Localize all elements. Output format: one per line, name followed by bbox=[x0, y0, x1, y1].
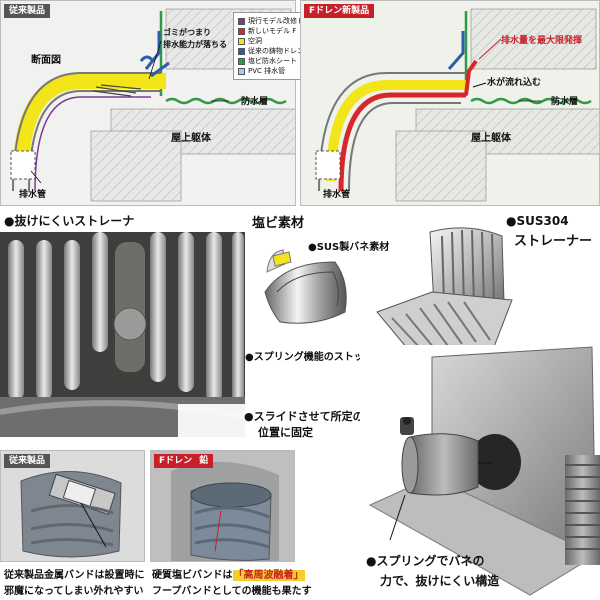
old-band-caption-2: 邪魔になってしまい外れやすい bbox=[4, 586, 144, 597]
new-tag-text-b: 鉛 bbox=[199, 456, 209, 466]
pvc-material-label: 塩ビ素材 bbox=[252, 216, 305, 231]
strainer-photo bbox=[0, 232, 245, 437]
new-band-image bbox=[151, 451, 294, 561]
old-drain-cross-section bbox=[10, 8, 295, 202]
slide-note-line1: ●スライドさせて所定の bbox=[244, 410, 364, 423]
new-band-photo: Fドレン 鉛 bbox=[150, 450, 295, 562]
sus-spring-label: ●SUS製バネ素材 bbox=[308, 242, 390, 253]
cross-section-label: 断面図 bbox=[31, 55, 61, 66]
drain-pipe-label-new: 排水管 bbox=[323, 190, 351, 200]
legend-swatch bbox=[238, 37, 245, 45]
sus304-strainer-image bbox=[376, 227, 513, 355]
old-band-caption-1: 従来製品金属バンドは設置時に bbox=[4, 570, 145, 581]
installed-drain-image bbox=[368, 346, 600, 596]
legend-item: 空洞 bbox=[238, 36, 346, 46]
new-tag-text-a: Fドレン bbox=[159, 456, 193, 466]
slide-callout bbox=[178, 404, 245, 437]
legend-swatch bbox=[238, 47, 245, 55]
new-product-diagram-panel: Fドレン新製品 排水量を最大限発揮 水が流れ込む 防水層 屋上躯体 排水管 bbox=[300, 0, 600, 206]
installed-drain-photo bbox=[360, 345, 600, 600]
legend-item: 従来の鋳物ドレン bbox=[238, 46, 346, 56]
new-band-caption-1: 硬質塩ビバンドは「高周波融着」 bbox=[152, 566, 305, 581]
spring-structure-line1: ●スプリングでバネの bbox=[366, 554, 485, 568]
legend-item: 現行モデル改修ドレン bbox=[238, 16, 346, 26]
max-drain-label: 排水量を最大限発揮 bbox=[501, 36, 583, 46]
spring-stopper-image bbox=[264, 249, 347, 324]
new-drain-cross-section bbox=[315, 8, 599, 202]
waterproof-layer-label-new: 防水層 bbox=[551, 97, 579, 107]
strainer-image bbox=[0, 232, 245, 437]
legend-swatch bbox=[238, 67, 245, 75]
new-band-caption-1a: 硬質塩ビバンドは bbox=[152, 570, 233, 581]
waterproof-layer-label: 防水層 bbox=[241, 97, 269, 107]
new-band-caption-2: フープバンドとしての機能も果たす bbox=[152, 586, 312, 597]
roof-structure-label: 屋上躯体 bbox=[171, 133, 211, 144]
slide-note-line2: 位置に固定 bbox=[258, 426, 313, 439]
high-frequency-welding-badge: 「高周波融着」 bbox=[232, 570, 305, 581]
strainer-title: ●抜けにくいストレーナ bbox=[4, 214, 135, 228]
old-band-image bbox=[1, 451, 144, 561]
old-product-tag: 従来製品 bbox=[4, 4, 51, 18]
old-band-photo: 従来製品 bbox=[0, 450, 145, 562]
legend-item: 塩ビ防水シート bbox=[238, 56, 346, 66]
sus304-label-line2: ストレーナー bbox=[514, 234, 593, 249]
spring-structure-line2: 力で、抜けにくい構造 bbox=[380, 574, 500, 588]
roof-structure-label-new: 屋上躯体 bbox=[471, 133, 511, 144]
legend-item: 新しいモデル F ドレン bbox=[238, 26, 346, 36]
legend-swatch bbox=[238, 17, 245, 25]
water-inflow-label: 水が流れ込む bbox=[487, 78, 542, 88]
legend-item: PVC 排水管 bbox=[238, 66, 346, 76]
sus304-label-line1: ●SUS304 bbox=[506, 214, 569, 228]
legend-swatch bbox=[238, 27, 245, 35]
new-product-tag-bottom: Fドレン 鉛 bbox=[154, 454, 214, 468]
old-product-tag-bottom: 従来製品 bbox=[4, 454, 51, 468]
new-product-tag: Fドレン新製品 bbox=[304, 4, 375, 18]
clog-note-line2: 排水能力が落ちる bbox=[163, 40, 227, 49]
legend-swatch bbox=[238, 57, 245, 65]
drain-pipe-label: 排水管 bbox=[19, 190, 47, 200]
clog-note-line1: ゴミがつまり bbox=[163, 28, 211, 37]
spring-stopper-label: ●スプリング機能のストッパー bbox=[245, 352, 384, 363]
